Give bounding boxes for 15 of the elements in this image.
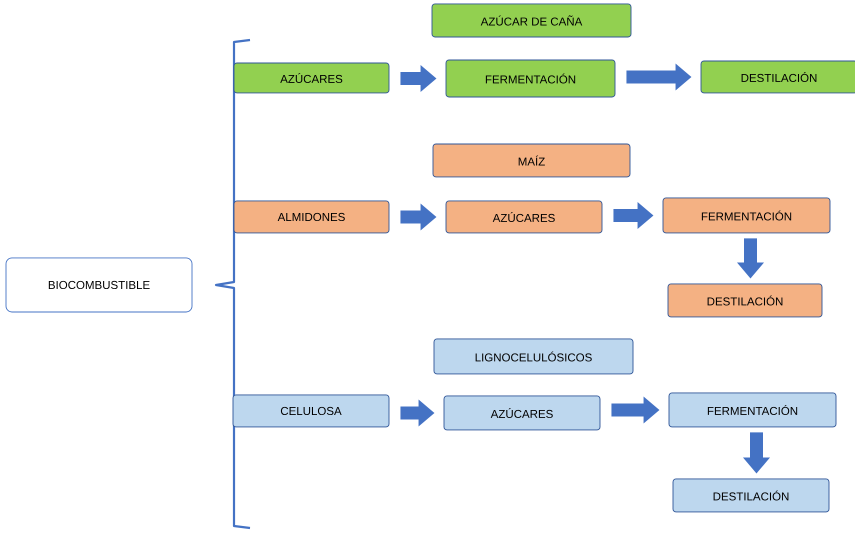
process-box: MAÍZ xyxy=(432,144,630,178)
process-box: DESTILACIÓN xyxy=(668,284,822,318)
process-box: AZÚCAR DE CAÑA xyxy=(432,4,632,38)
process-box: FERMENTACIÓN xyxy=(662,198,830,234)
process-box: LIGNOCELULÓSICOS xyxy=(434,338,634,374)
process-box: AZÚCARES xyxy=(234,62,390,94)
start-box: BIOCOMBUSTIBLE xyxy=(6,258,192,312)
process-box: DESTILACIÓN xyxy=(672,478,830,512)
process-box: FERMENTACIÓN xyxy=(446,60,616,98)
process-box: CELULOSA xyxy=(232,394,390,428)
process-box: ALMIDONES xyxy=(234,200,390,234)
process-box: AZÚCARES xyxy=(446,200,602,234)
process-box: FERMENTACIÓN xyxy=(668,392,836,428)
process-box: DESTILACIÓN xyxy=(700,60,855,94)
process-box: AZÚCARES xyxy=(444,396,600,430)
